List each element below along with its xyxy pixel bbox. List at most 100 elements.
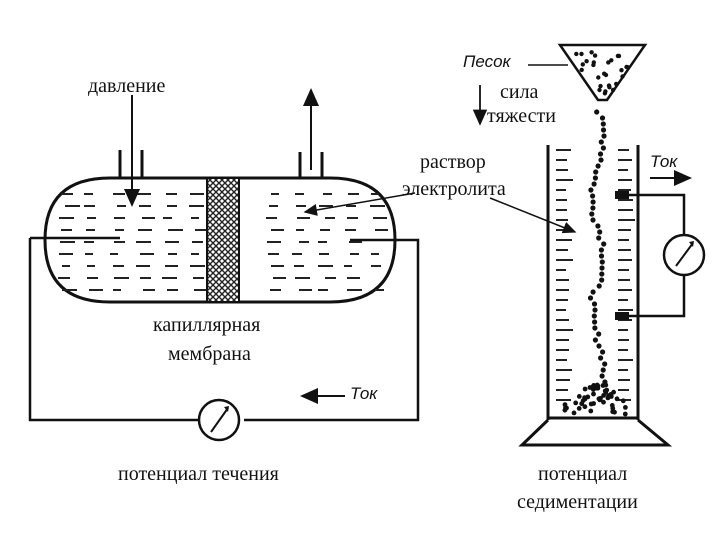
liquid-right [556, 149, 635, 401]
sand-particle [574, 51, 579, 57]
sand-particle [611, 389, 616, 395]
sand-particle [620, 74, 625, 79]
galvanometer-icon [197, 398, 241, 442]
sand-particle [582, 404, 588, 410]
solution-pointer-left [303, 192, 416, 216]
right-circuit [620, 193, 686, 318]
sand-particle [592, 337, 599, 343]
current-label-left: Ток [350, 384, 378, 403]
streaming-potential-label: потенциал течения [118, 463, 279, 485]
sedimentation-label-line2: седиментации [517, 491, 638, 513]
sand-particle [596, 331, 602, 337]
sand-particle [598, 247, 605, 253]
sand-particle [603, 382, 609, 388]
sand-particle [607, 85, 612, 90]
sand-particle [591, 391, 596, 397]
sand-particle [579, 67, 584, 73]
membrane-label-line2: мембрана [168, 343, 251, 365]
sand-particle [585, 394, 591, 400]
sand-particle [615, 53, 621, 59]
gravity-label-line1: сила [500, 81, 539, 103]
sand-particle [614, 396, 620, 402]
sand-particle [590, 205, 596, 211]
sand-particle [610, 406, 616, 411]
sand-particle [598, 395, 603, 401]
current-label-right: Ток [650, 152, 678, 171]
sand-particle [595, 163, 601, 169]
sand-particle [614, 81, 619, 87]
sand-particle [579, 51, 584, 57]
sand-particle [591, 313, 597, 319]
sand-particle [599, 259, 605, 265]
solution-label-line1: раствор [420, 151, 486, 173]
sand-particle [598, 83, 603, 89]
galvanometer-icon [662, 233, 706, 277]
solution-label-line2: электролита [402, 178, 506, 200]
sand-particle [597, 151, 604, 157]
sand-particle [606, 60, 611, 65]
sand-particle [600, 145, 607, 151]
sand-particle [588, 187, 594, 193]
sand-particle [599, 115, 606, 121]
sand-particle [579, 401, 585, 407]
sand-particle [597, 87, 602, 93]
sand-particle [598, 139, 604, 145]
sedimentation-apparatus [472, 43, 706, 447]
sand-particle [602, 361, 608, 367]
sand-particle [596, 235, 602, 241]
sand-particle [571, 410, 577, 416]
sand-particle [580, 62, 585, 67]
streaming-apparatus [28, 88, 420, 442]
sand-particle [602, 91, 608, 96]
sand-particle [623, 405, 628, 410]
sand-particle [600, 349, 606, 355]
sand-particle [619, 68, 624, 73]
sand-particle [590, 217, 596, 223]
sand-particle [589, 211, 595, 217]
sand-particle [573, 400, 579, 406]
sand-particle [599, 373, 605, 379]
sand-particle [595, 223, 601, 229]
sand-particle [598, 253, 605, 259]
membrane-label-line1: капиллярная [153, 314, 261, 336]
left-circuit [28, 236, 420, 422]
electrode-bottom [615, 312, 629, 320]
pressure-label: давление [88, 75, 166, 97]
sand-particle [590, 193, 596, 199]
solution-pointer-right [489, 197, 577, 234]
sand-particle [601, 399, 606, 405]
gravity-label-line2: тяжести [487, 105, 556, 127]
sand-particle [588, 408, 594, 414]
capillary-membrane [206, 177, 240, 303]
sand-particle [599, 265, 605, 271]
sand-particle [592, 53, 598, 58]
sand-particle [594, 385, 600, 391]
sand-particle [592, 325, 598, 331]
sand-particle [603, 389, 609, 395]
sand-particle [608, 394, 614, 399]
sand-particle [592, 319, 598, 325]
sand-particle [624, 64, 629, 70]
sand-particle [591, 301, 598, 307]
sedimentation-label-line1: потенциал [538, 463, 628, 485]
sand-particle [576, 394, 582, 399]
sand-particle [593, 169, 599, 175]
sand-particle [600, 127, 607, 133]
sand-particle [582, 386, 588, 392]
sand-particle [601, 241, 607, 247]
liquid-left [58, 193, 388, 291]
sand-particle [591, 62, 596, 68]
cylinder [518, 145, 673, 447]
sand-particle [599, 271, 605, 277]
sand-particle [596, 283, 602, 289]
sand-particle [601, 133, 607, 139]
sand-particle [594, 109, 600, 115]
sand-particle [599, 277, 605, 283]
sand-particle [612, 409, 617, 415]
sand-particle [589, 50, 594, 55]
sand-particle [597, 229, 603, 235]
sand-particle [587, 295, 594, 301]
sand-particle [590, 289, 596, 295]
